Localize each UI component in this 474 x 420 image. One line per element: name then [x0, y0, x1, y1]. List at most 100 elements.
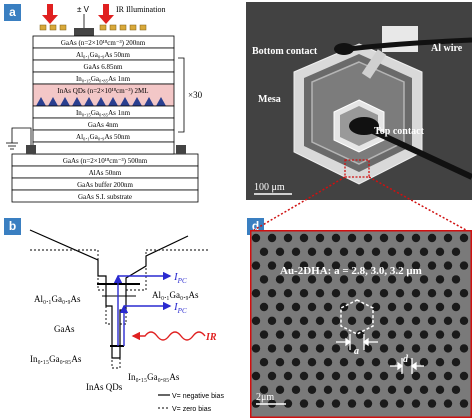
- hole: [419, 247, 429, 256]
- hole: [251, 344, 261, 353]
- hole: [267, 344, 277, 353]
- hole: [363, 399, 373, 408]
- hole: [427, 399, 437, 408]
- ir-photon-icon: [131, 331, 206, 341]
- al-wire-center: [356, 121, 472, 180]
- hole: [363, 316, 373, 325]
- hole: [307, 330, 317, 339]
- hole: [339, 330, 349, 339]
- hole: [419, 358, 429, 367]
- hole: [379, 371, 389, 381]
- legend-zero-bias: V= zero bias: [172, 406, 212, 413]
- hole: [275, 330, 285, 339]
- hole: [379, 344, 389, 353]
- hole: [299, 233, 309, 243]
- photocurrent-arrows: [113, 271, 172, 346]
- hole: [355, 275, 365, 284]
- hole: [387, 330, 397, 339]
- hole: [411, 399, 421, 408]
- hole: [427, 371, 437, 381]
- gaas-label: GaAs: [54, 324, 75, 334]
- hole: [459, 233, 469, 243]
- hole: [339, 358, 349, 367]
- hole: [427, 233, 437, 243]
- hole: [371, 330, 381, 339]
- panel-label-a: a: [4, 4, 21, 21]
- hole: [339, 385, 349, 394]
- hole: [283, 316, 293, 325]
- hole: [307, 302, 317, 312]
- hole: [283, 261, 293, 270]
- hole: [275, 358, 285, 367]
- hole: [395, 344, 405, 353]
- hole: [371, 275, 381, 284]
- quantum-dot-triangles: [36, 97, 166, 106]
- hole: [355, 302, 365, 312]
- repeat-bracket: [178, 57, 185, 133]
- hole-diameter-label: d: [403, 354, 409, 365]
- layer-substrate: GaAs S.I. substrate: [78, 193, 132, 201]
- hole-lattice: [251, 233, 469, 408]
- hole: [267, 316, 277, 325]
- hole: [315, 371, 325, 381]
- hole: [307, 385, 317, 394]
- hole: [315, 399, 325, 408]
- ir-label: IR: [205, 332, 217, 343]
- hole: [387, 275, 397, 284]
- hole: [435, 275, 445, 284]
- top-electrode: [74, 28, 94, 36]
- hole: [315, 289, 325, 298]
- hole: [347, 261, 357, 270]
- hole: [459, 261, 469, 270]
- ipc-mid-label: IPC: [173, 301, 187, 315]
- layer-gaas-buffer: GaAs buffer 200nm: [77, 181, 133, 189]
- hole: [419, 330, 429, 339]
- hole: [347, 371, 357, 381]
- hole: [411, 261, 421, 270]
- hole: [331, 344, 341, 353]
- layer-algaas-bottom: Al₀.₁Ga₀.₉As 50nm: [76, 133, 130, 141]
- hole: [323, 302, 333, 312]
- hole: [299, 316, 309, 325]
- hole: [267, 233, 277, 243]
- hole: [251, 233, 261, 243]
- hole: [275, 385, 285, 394]
- hole: [395, 233, 405, 243]
- hole: [403, 330, 413, 339]
- hole: [451, 302, 461, 312]
- hole: [451, 275, 461, 284]
- hole: [323, 275, 333, 284]
- hole: [443, 399, 453, 408]
- hole: [443, 261, 453, 270]
- mesa-label: Mesa: [258, 94, 281, 105]
- hole: [379, 233, 389, 243]
- hole: [291, 275, 301, 284]
- hole: [323, 358, 333, 367]
- layer-alas: AlAs 50nm: [89, 169, 122, 177]
- hole: [347, 399, 357, 408]
- ground-icon: [6, 127, 32, 150]
- hole: [283, 399, 293, 408]
- repeat-count: ×30: [188, 90, 203, 100]
- hole: [403, 302, 413, 312]
- hole-array-sem: Au-2DHA: a = 2.8, 3.0, 3.2 μm a d 2μm: [250, 230, 472, 418]
- layer-gaas-685: GaAs 6.85nm: [84, 63, 123, 71]
- hole: [323, 247, 333, 256]
- hole: [299, 344, 309, 353]
- layer-stack: GaAs (n=2×10¹⁸cm⁻³) 200nm Al₀.₁Ga₀.₉As 5…: [11, 35, 199, 203]
- top-contact-label: Top contact: [374, 126, 425, 137]
- hole: [403, 358, 413, 367]
- algaas-left-label: Al₀.₁Ga₀.₉As: [34, 294, 81, 304]
- hole: [347, 289, 357, 298]
- layer-ingaas-bottom: In₀.₁₅Ga₀.₈₅As 1nm: [76, 109, 131, 117]
- hole: [363, 233, 373, 243]
- layer-gaas-4nm: GaAs 4nm: [88, 121, 119, 129]
- hole: [331, 261, 341, 270]
- hole: [427, 316, 437, 325]
- hole: [379, 261, 389, 270]
- inas-qds-label: InAs QDs: [86, 382, 123, 392]
- hole: [411, 371, 421, 381]
- hole: [451, 385, 461, 394]
- hole: [419, 275, 429, 284]
- hole: [347, 233, 357, 243]
